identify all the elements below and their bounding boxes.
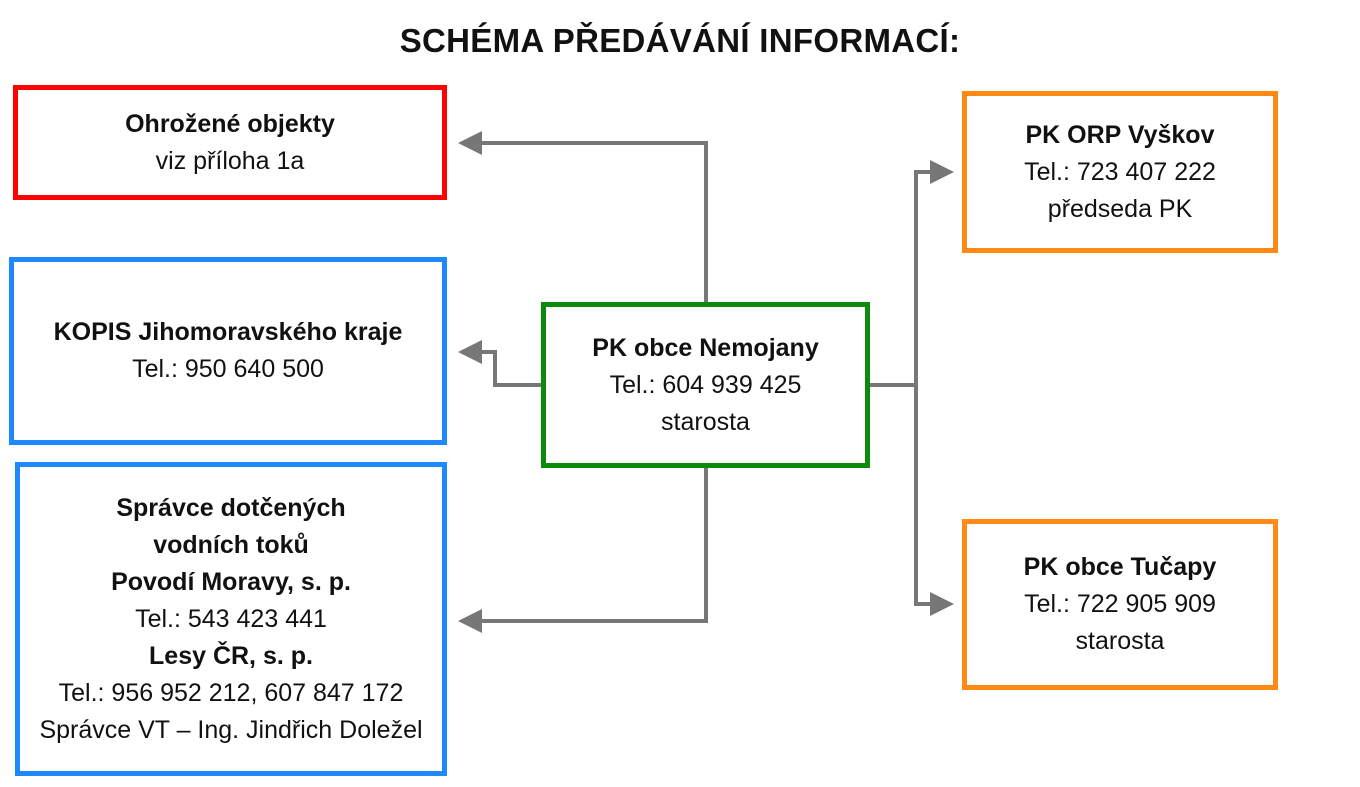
- watercourses-line-3: Tel.: 543 423 441: [135, 604, 327, 633]
- watercourses-line-2: Povodí Moravy, s. p.: [111, 567, 351, 596]
- diagram-title: SCHÉMA PŘEDÁVÁNÍ INFORMACÍ:: [399, 22, 961, 59]
- center-line-1: Tel.: 604 939 425: [609, 370, 802, 399]
- arrow-to-orp: [914, 160, 954, 385]
- orp-line-0: PK ORP Vyškov: [1025, 120, 1215, 149]
- watercourses-line-1: vodních toků: [153, 530, 309, 559]
- kopis-line-1: Tel.: 950 640 500: [132, 355, 324, 383]
- orp-line-1: Tel.: 723 407 222: [1024, 157, 1216, 186]
- orp-line-2: předseda PK: [1047, 194, 1193, 223]
- threatened-line-1: viz příloha 1a: [155, 146, 305, 175]
- center-line-2: starosta: [661, 407, 750, 436]
- watercourses-line-6: Správce VT – Ing. Jindřich Doležel: [39, 715, 423, 744]
- watercourses-line-0: Správce dotčených: [116, 493, 346, 522]
- tucapy-line-1: Tel.: 722 905 909: [1024, 590, 1216, 618]
- watercourses-line-5: Tel.: 956 952 212, 607 847 172: [58, 678, 404, 707]
- tucapy-line-0: PK obce Tučapy: [1023, 553, 1217, 581]
- arrow-to-threatened: [458, 131, 708, 305]
- arrow-to-tucapy: [914, 385, 954, 616]
- kopis-line-0: KOPIS Jihomoravského kraje: [53, 318, 403, 346]
- tucapy-line-2: starosta: [1075, 627, 1165, 655]
- arrow-to-watercourses: [458, 466, 708, 633]
- watercourses-line-4: Lesy ČR, s. p.: [149, 641, 313, 670]
- center-line-0: PK obce Nemojany: [592, 333, 819, 362]
- arrow-to-kopis: [458, 340, 544, 387]
- node-threatened-objects: Ohrožené objekty viz příloha 1a: [13, 85, 447, 200]
- threatened-line-0: Ohrožené objekty: [125, 109, 335, 138]
